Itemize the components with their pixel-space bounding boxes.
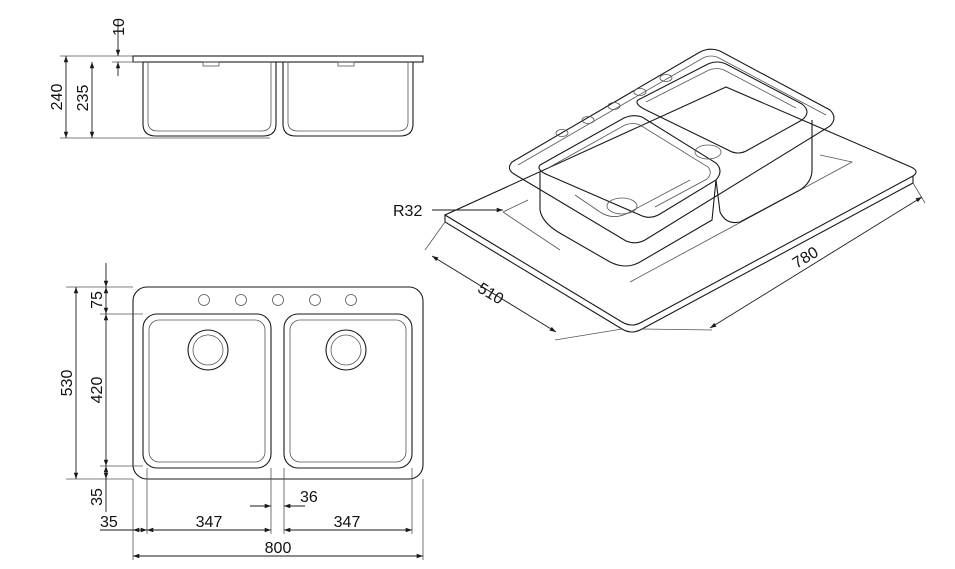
dim-rim-left: 35 — [100, 514, 118, 531]
dim-total-height: 240 — [49, 84, 66, 111]
drain-right — [325, 329, 367, 371]
isometric-view: 510 780 R32 — [393, 48, 926, 341]
dim-rim-back: 75 — [89, 291, 106, 309]
dim-cutout-width: 780 — [790, 244, 822, 272]
top-view: 530 75 420 35 36 35 347 347 800 — [59, 263, 424, 560]
drain-left — [187, 329, 229, 371]
drain-iso — [606, 197, 638, 215]
faucet-hole — [345, 294, 357, 306]
faucet-hole — [272, 294, 284, 306]
faucet-hole — [235, 294, 247, 306]
dim-divider: 36 — [300, 489, 318, 506]
faucet-hole — [555, 129, 569, 137]
faucet-hole — [607, 102, 621, 110]
dim-radius: R32 — [393, 203, 422, 220]
dim-overall-depth: 530 — [59, 370, 76, 397]
dim-bowl-width-right: 347 — [334, 514, 361, 531]
dim-bowl-depth-top: 420 — [89, 377, 106, 404]
faucet-hole — [309, 294, 321, 306]
faucet-hole — [581, 116, 595, 124]
dim-bowl-width-left: 347 — [196, 514, 223, 531]
side-view: 240 235 10 — [49, 18, 424, 139]
dim-cutout-depth: 510 — [474, 280, 506, 308]
dim-rim-front: 35 — [89, 488, 106, 506]
dim-overall-width: 800 — [265, 540, 292, 557]
faucet-hole — [633, 88, 647, 96]
dim-bowl-depth-side: 235 — [75, 85, 92, 112]
faucet-hole — [659, 74, 673, 82]
dim-rim-thickness: 10 — [111, 18, 128, 36]
faucet-hole — [198, 294, 210, 306]
